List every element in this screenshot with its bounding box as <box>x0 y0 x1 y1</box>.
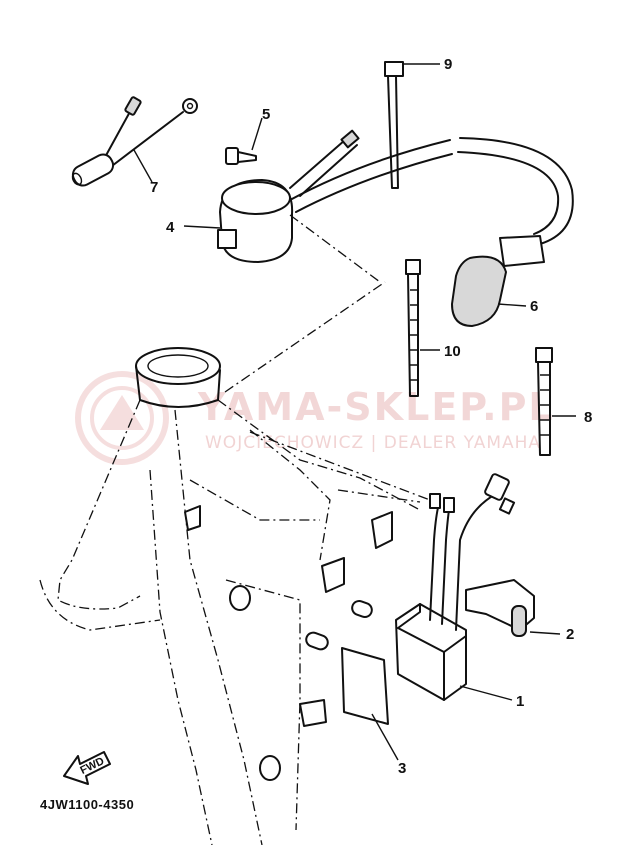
part-4-ignition-coil <box>217 129 360 263</box>
callout-3: 3 <box>398 760 406 777</box>
part-1-cdi-unit <box>395 473 516 701</box>
callout-9: 9 <box>444 56 452 73</box>
part-3-damper-pad <box>341 647 389 725</box>
part-6-plug-cap <box>289 137 574 327</box>
watermark-subtitle: WOJCIECHOWICZ | DEALER YAMAHA <box>205 433 541 453</box>
callout-4: 4 <box>166 219 175 236</box>
part-9-tie-strap <box>384 61 404 189</box>
callout-1: 1 <box>516 693 524 710</box>
fwd-arrow: FWD <box>63 751 111 785</box>
callout-8: 8 <box>584 409 592 426</box>
callouts: 1 2 3 4 5 6 7 8 9 10 <box>150 56 592 777</box>
callout-6: 6 <box>530 298 538 315</box>
part-8-band <box>535 347 553 456</box>
leader-lines <box>133 63 576 761</box>
watermark-title: YAMA-SKLEP.PL <box>197 385 555 429</box>
callout-10: 10 <box>444 343 461 360</box>
callout-7: 7 <box>150 179 158 196</box>
part-2-bracket <box>465 579 535 637</box>
part-10-tie-strap <box>405 259 421 397</box>
frame-outline <box>39 214 431 845</box>
callout-5: 5 <box>262 106 270 123</box>
diagram-code: 4JW1100-4350 <box>40 797 134 812</box>
watermark: YAMA-SKLEP.PL WOJCIECHOWICZ | DEALER YAM… <box>75 371 555 465</box>
part-5-bolt <box>225 147 257 165</box>
part-7-wire-lead <box>71 96 198 187</box>
watermark-logo <box>75 371 169 465</box>
callout-2: 2 <box>566 626 574 643</box>
